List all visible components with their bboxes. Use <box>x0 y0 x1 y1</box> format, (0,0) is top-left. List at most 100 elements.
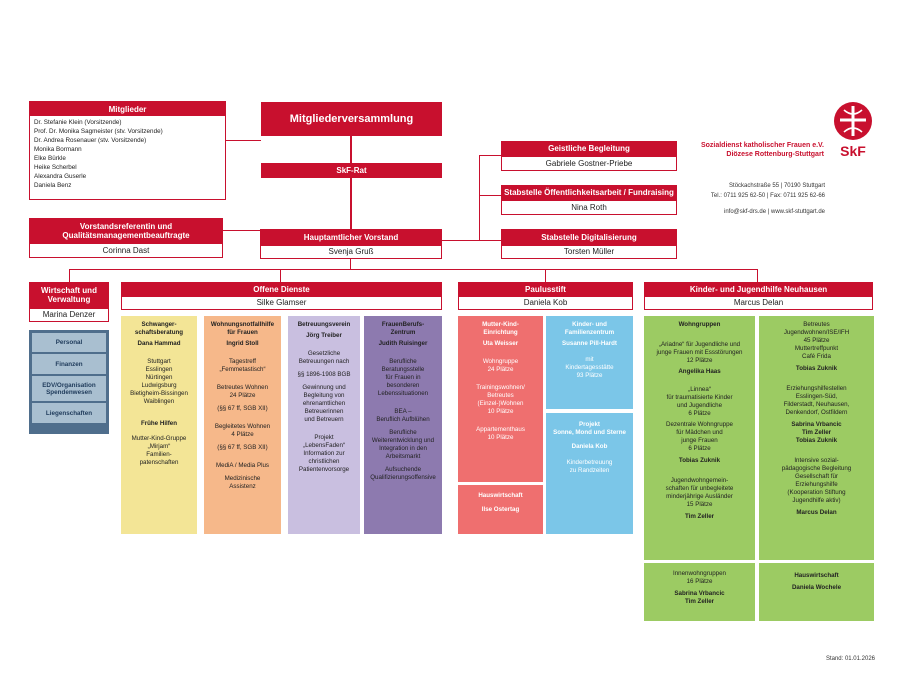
oeffentlichkeit-title: Stabstelle Öffentlichkeitsarbeit / Fundr… <box>501 185 677 200</box>
item: Mutter-Kind-Gruppe <box>131 435 187 442</box>
kj-a-lead: Angelika Haas <box>678 368 721 375</box>
digital-box: Stabstelle Digitalisierung Torsten Mülle… <box>501 229 677 259</box>
kinder-title: Kinder- und Jugendhilfe Neuhausen <box>644 282 873 296</box>
connector <box>350 258 351 270</box>
ps-right-a: mit Kindertagesstätte 93 Plätze <box>549 356 630 380</box>
od1-title2: schaftsberatung <box>134 329 184 336</box>
od2-e: (§§ 67 ff, SGB XII) <box>217 444 268 451</box>
line: 24 Plätze <box>229 392 256 399</box>
ps-projekt-title: Projekt <box>579 421 600 428</box>
line: Weiterentwicklung und <box>371 437 435 444</box>
od1-places: Stuttgart Esslingen Nürtingen Ludwigsbur… <box>124 358 194 406</box>
line: Muttertreffpunkt <box>794 345 839 352</box>
od4-lead: Judith Ruisinger <box>378 340 428 347</box>
stand-date: Stand: 01.01.2026 <box>825 656 875 662</box>
offene-box: Offene Dienste Silke Glamser <box>121 282 442 310</box>
offene-name: Silke Glamser <box>121 296 442 310</box>
od4-b: BEA –Beruflich Aufblühen <box>367 408 439 424</box>
connector <box>223 230 260 231</box>
od2-lead: Ingrid Stoll <box>226 340 259 347</box>
line: pädagogische Begleitung <box>781 465 852 472</box>
od1-fruehe-items: Mutter-Kind-Gruppe „Mirjam“ Familien- pa… <box>124 435 194 467</box>
line: für Mädchen und <box>676 429 723 436</box>
od4-a: Berufliche Beratungsstelle für Frauen in… <box>367 358 439 398</box>
kj-r-a: Betreutes Jugendwohnen/ISE/IFH 45 Plätze… <box>762 321 871 361</box>
line: Begleitung von <box>303 392 345 399</box>
mitglieder-title: Mitglieder <box>30 102 225 116</box>
wirtschaft-item: Finanzen <box>32 354 106 376</box>
line: Gesetzliche <box>307 350 341 357</box>
lead: Tim Zeller <box>684 598 715 605</box>
vorstandsreferentin-box: Vorstandsreferentin und Qualitätsmanagem… <box>29 218 223 258</box>
kj-r-b-lead: Sabrina Vrbancic Tim Zeller Tobias Zukni… <box>762 421 871 445</box>
ps-left-b: Trainingswohnen/ Betreutes (Einzel-)Wohn… <box>461 384 540 416</box>
kj-wohngruppen: Wohngruppen „Ariadne“ für Jugendliche un… <box>644 316 755 560</box>
lead: Sabrina Vrbancic <box>674 590 725 597</box>
item: „Mirjam“ <box>147 443 171 450</box>
paulusstift-box: Paulusstift Daniela Kob <box>458 282 633 310</box>
line: Assistenz <box>229 483 256 490</box>
line: Gesellschaft für <box>795 473 838 480</box>
line: Wohngruppe <box>482 358 519 365</box>
line: BEA – <box>394 408 412 415</box>
org-contact: Stöckachstraße 55 | 70190 Stuttgart Tel.… <box>690 181 825 217</box>
line: 24 Plätze <box>487 366 514 373</box>
place: Esslingen <box>145 366 173 373</box>
geistliche-box: Geistliche Begleitung Gabriele Gostner-P… <box>501 141 677 171</box>
geistliche-title: Geistliche Begleitung <box>501 141 677 156</box>
place: Bietigheim-Bissingen <box>130 390 188 397</box>
od3-lead: Jörg Treiber <box>306 332 342 339</box>
line: Aufsuchende <box>384 466 422 473</box>
member: Dr. Stefanie Klein (Vorsitzende) <box>34 119 122 126</box>
line: junge Frauen mit Essstörungen <box>656 349 743 356</box>
line: Kinderbetreuung <box>566 459 613 466</box>
line: Café Frida <box>802 353 831 360</box>
kj-c-lead: Tobias Zuknik <box>678 457 721 464</box>
line: „Femmetastisch“ <box>219 366 266 373</box>
ps-hauswirtschaft: Hauswirtschaft Ilse Ostertag <box>458 485 543 534</box>
line: christlichen <box>308 458 340 465</box>
line: Erziehungshilfe <box>795 481 838 488</box>
ps-hw-title: Hauswirtschaft <box>478 492 523 499</box>
oeffentlichkeit-box: Stabstelle Öffentlichkeitsarbeit / Fundr… <box>501 185 677 215</box>
connector <box>69 269 70 282</box>
od2-f: MediA / Media Plus <box>216 462 269 469</box>
line: 6 Plätze <box>688 445 711 452</box>
ps-mutter-kind: Mutter-Kind-Einrichtung Uta Weisser Wohn… <box>458 316 543 482</box>
connector <box>479 155 502 156</box>
vorstand-box: Hauptamtlicher Vorstand Svenja Gruß <box>260 229 442 259</box>
line: „Linnea“ <box>688 386 711 393</box>
mitglieder-list: Dr. Stefanie Klein (Vorsitzende) Prof. D… <box>30 116 225 192</box>
line: Denkendorf, Ostfildern <box>785 409 848 416</box>
member: Daniela Benz <box>34 182 72 189</box>
line: Trainingswohnen/ <box>476 384 525 391</box>
line: (Kooperation Stiftung <box>787 489 846 496</box>
line: Qualifizierungsoffensive <box>370 474 436 481</box>
kj-r-b: Erziehungshilfestellen Esslingen-Süd, Fi… <box>762 385 871 417</box>
kinder-name: Marcus Delan <box>644 296 873 310</box>
wirtschaft-title: Wirtschaft und Verwaltung <box>29 282 109 308</box>
wirtschaft-item: Liegenschaften <box>32 403 106 423</box>
ps-left-lead: Uta Weisser <box>482 340 519 347</box>
ps-projekt-title2: Sonne, Mond und Sterne <box>553 429 626 436</box>
cross-icon <box>834 102 872 140</box>
paulusstift-name: Daniela Kob <box>458 296 633 310</box>
ps-hw-lead: Ilse Ostertag <box>481 506 520 513</box>
od4-title2: Zentrum <box>390 329 416 336</box>
org-phone: Tel.: 0711 925 62-50 | Fax: 0711 925 62-… <box>710 193 825 199</box>
od-col-schwangerschaft: Schwanger-schaftsberatung Dana Hammad St… <box>121 316 197 534</box>
line: Betreutes <box>487 392 514 399</box>
connector <box>225 140 261 141</box>
skf-logo: SkF <box>832 100 874 162</box>
line: Esslingen-Süd, <box>795 393 838 400</box>
member: Elke Bürkle <box>34 155 66 162</box>
line: Betreutes Wohnen <box>216 384 269 391</box>
line: für traumatisierte Kinder <box>666 394 733 401</box>
connector <box>479 195 502 196</box>
